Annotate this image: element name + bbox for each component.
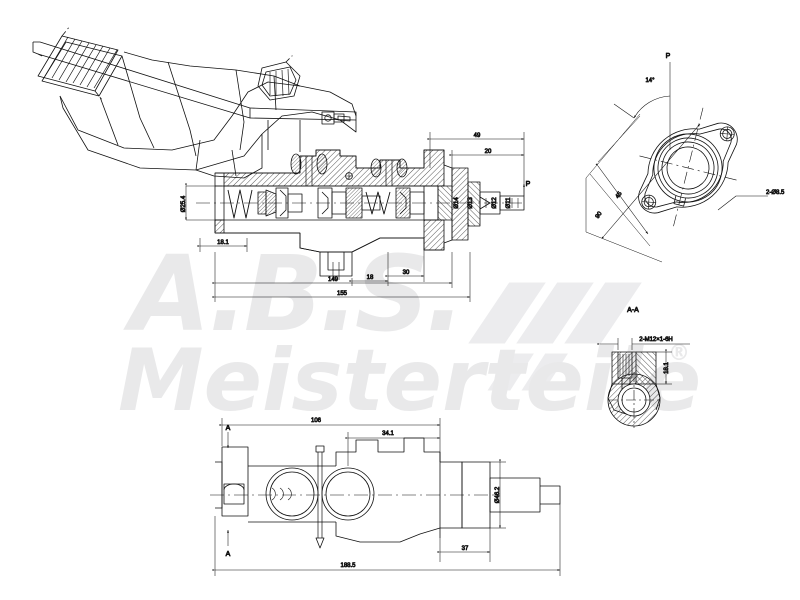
dim-outlet-threads: 2-M12×1-6H [639, 337, 673, 343]
master-cylinder-cross-section [196, 149, 525, 280]
dim-rod-dia-1: Ø14 [454, 197, 460, 209]
return-spring-primary [227, 189, 253, 219]
main-view-dimension-labels: Ø25.4 18.1 149 155 49 20 18 30 Ø14 Ø13 Ø… [181, 133, 531, 298]
reservoir-outlet-barb [321, 111, 351, 125]
dim-flange-angle: 14° [645, 78, 655, 84]
dim-bore-diameter: Ø25.4 [181, 195, 187, 212]
bottom-plan-view-labels: 106 34.1 37 188.5 Ø46.2 A A [225, 418, 501, 570]
reservoir-port-grommets [290, 153, 408, 180]
dim-bolt-pitch-inner: 45 [615, 190, 624, 199]
watermark-brand-line1: A.B.S. [123, 233, 461, 355]
flange-end-view-geometry [638, 107, 738, 229]
piston-primary [257, 187, 303, 219]
dim-rear-port-offset: 34.1 [382, 431, 394, 437]
section-mark-label-top: A [226, 425, 231, 432]
watermark-brand-line2: Meisterteile [118, 331, 701, 431]
main-view-dimension-lines [185, 132, 525, 302]
push-rod [479, 191, 525, 215]
dim-pushrod-step: 20 [485, 149, 492, 155]
reservoir-cap-icon [37, 25, 123, 102]
section-aa-labels: A-A 2-M12×1-6H 18.1 [627, 307, 673, 375]
dim-rod-dia-4: Ø11 [506, 197, 512, 209]
return-spring-secondary [365, 191, 391, 215]
mounting-flange [451, 167, 481, 241]
dim-rod-dia-2: Ø13 [468, 197, 474, 209]
dim-rod-dia-3: Ø12 [492, 197, 498, 209]
dim-port-spacing-b: 30 [403, 270, 410, 276]
flange-end-view-labels: P 14° 45 90 2-Ø8.5 [594, 53, 785, 221]
dim-port-centre-to-flange: 106 [311, 418, 322, 424]
dim-overall-plan-length: 188.5 [340, 563, 356, 569]
dim-pushrod-extension: 49 [474, 133, 481, 139]
dim-boss-length: 37 [462, 546, 469, 552]
dim-flange-to-port: 18.1 [217, 240, 229, 246]
piston-rear-seal [395, 185, 439, 221]
watermark-brand-shape [462, 279, 648, 394]
reservoir-level-sensor-icon [257, 53, 301, 101]
view-label-p: P [666, 53, 671, 60]
fluid-reservoir-assembly [32, 25, 357, 179]
section-mark-label-bottom: A [226, 551, 231, 558]
bottom-plan-view-dimensions [212, 418, 561, 576]
view-label-a-a: A-A [627, 307, 639, 314]
dim-bolt-holes: 2-Ø8.5 [766, 190, 785, 196]
reservoir-port-circles [265, 467, 375, 521]
dim-thread-depth: 18.1 [664, 362, 670, 374]
dim-flange-outer-dia: Ø46.2 [495, 486, 501, 503]
watermark-registered-icon: ® [668, 341, 690, 366]
section-aa-geometry [597, 338, 690, 428]
dim-overall-body: 149 [328, 277, 339, 283]
dim-bolt-pitch-outer: 90 [595, 210, 604, 219]
dim-overall-length: 155 [337, 291, 348, 297]
bottom-plan-view-geometry [210, 437, 561, 549]
piston-secondary [317, 187, 381, 219]
section-arrow-label-p-right: P [526, 181, 531, 188]
flange-end-view-dimensions [585, 62, 768, 263]
dim-port-spacing-a: 18 [367, 275, 374, 281]
